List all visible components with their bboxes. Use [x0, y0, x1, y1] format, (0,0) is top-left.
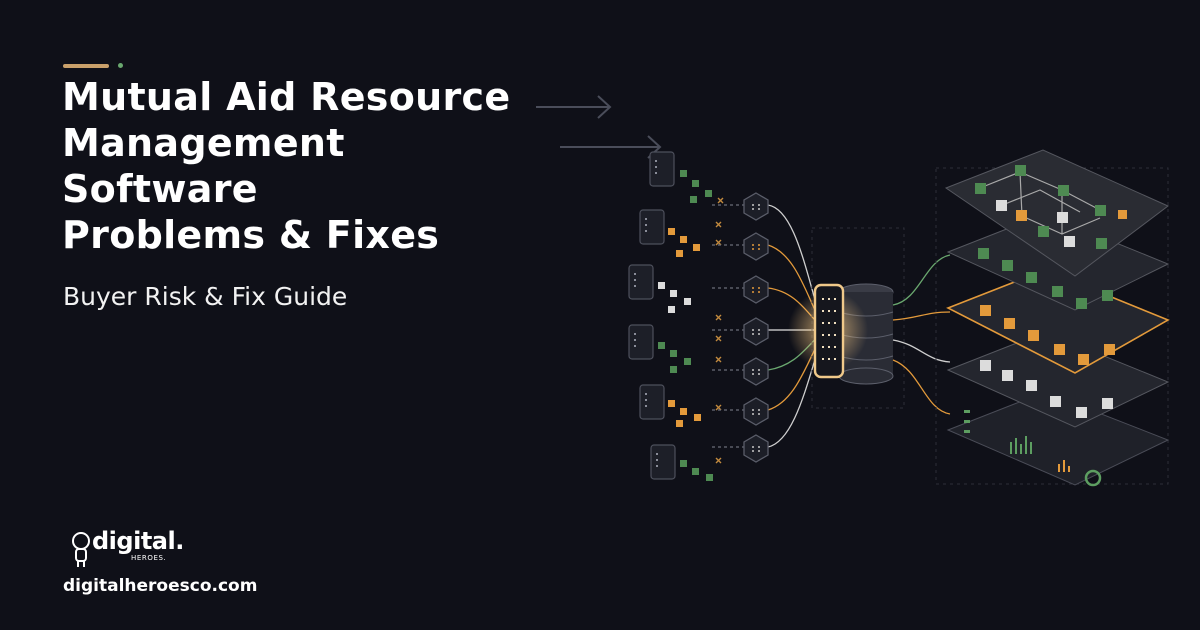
- processing-nodes: [743, 192, 769, 463]
- title-line: Problems & Fixes: [62, 213, 440, 257]
- output-lines: [892, 254, 951, 415]
- subtitle: Buyer Risk & Fix Guide: [63, 282, 348, 311]
- title-line: Software: [62, 167, 258, 211]
- title-line: Management: [62, 121, 345, 165]
- accent-bar: [63, 64, 109, 68]
- data-cube-clusters: [658, 170, 713, 481]
- logo-wordmark: digital.: [92, 527, 184, 555]
- astronaut-icon: [72, 532, 90, 567]
- stacked-layers: [935, 149, 1170, 487]
- website-url: digitalheroesco.com: [63, 576, 258, 596]
- brand-logo: digital. HEROES.: [70, 527, 210, 577]
- accent-dot: [118, 63, 123, 68]
- rejected-marks: [715, 197, 724, 464]
- source-documents-icon: [628, 151, 676, 480]
- central-server-icon: [788, 227, 905, 409]
- page-title: Mutual Aid Resource Management Software …: [62, 74, 510, 258]
- decorative-arrows: [536, 95, 662, 159]
- logo-subtext: HEROES.: [131, 554, 167, 562]
- title-line: Mutual Aid Resource: [62, 75, 511, 119]
